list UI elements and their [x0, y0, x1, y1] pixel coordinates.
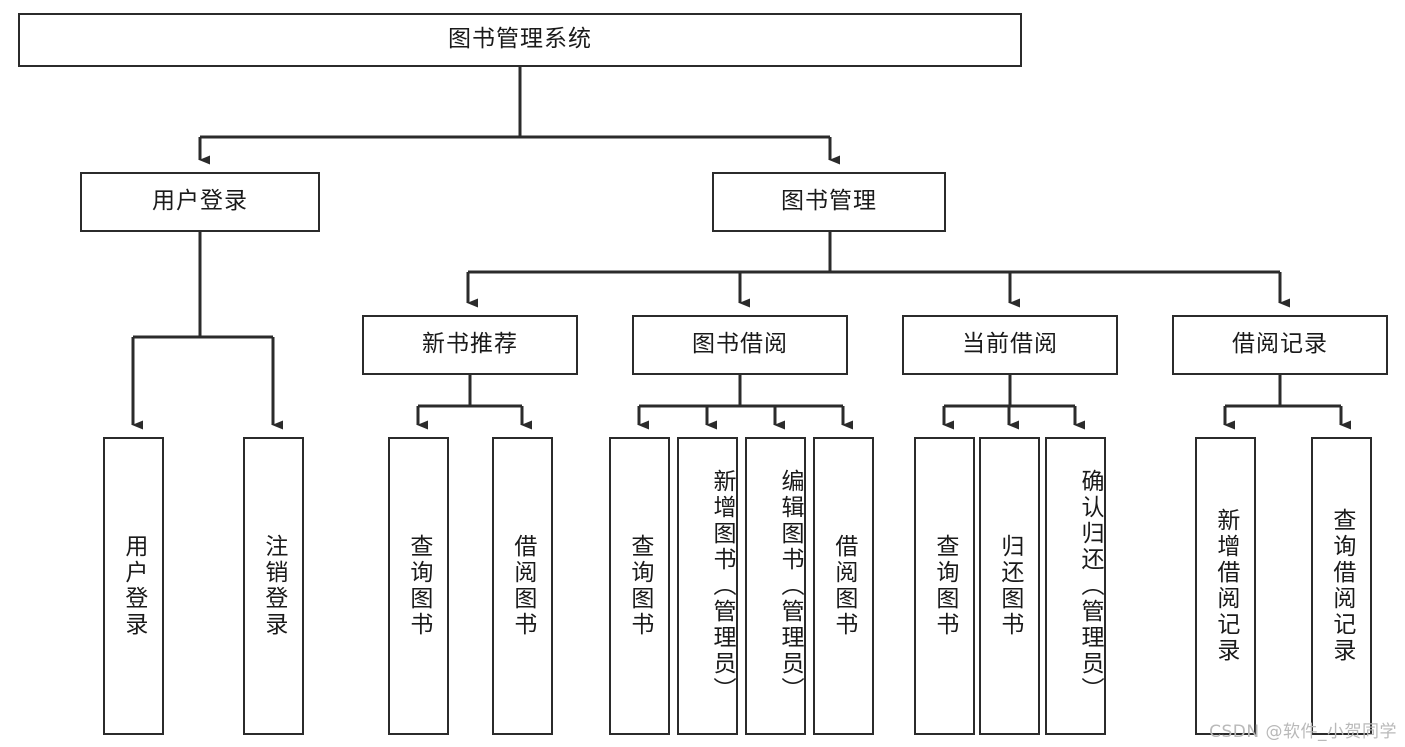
node-book-manage[interactable]: 图书管理 [712, 172, 946, 232]
node-leaf-add-record[interactable]: 新增借阅记录 [1195, 437, 1256, 735]
node-label: 注销登录 [260, 534, 287, 638]
node-leaf-query-book-3[interactable]: 查询图书 [914, 437, 975, 735]
node-label: 新增图书（管理员） [709, 469, 735, 703]
node-leaf-user-login[interactable]: 用户登录 [103, 437, 164, 735]
node-label: 查询图书 [931, 534, 958, 638]
node-leaf-query-record[interactable]: 查询借阅记录 [1311, 437, 1372, 735]
node-label: 图书借阅 [692, 331, 788, 358]
node-label: 图书管理系统 [448, 26, 592, 53]
node-label: 新书推荐 [422, 331, 518, 358]
node-leaf-add-book[interactable]: 新增图书（管理员） [677, 437, 738, 735]
node-label: 查询图书 [626, 534, 653, 638]
node-borrow-record[interactable]: 借阅记录 [1172, 315, 1388, 375]
node-label: 确认归还（管理员） [1077, 469, 1103, 703]
node-new-book-recommend[interactable]: 新书推荐 [362, 315, 578, 375]
node-label: 查询图书 [405, 534, 432, 638]
node-leaf-confirm-return[interactable]: 确认归还（管理员） [1045, 437, 1106, 735]
node-label: 新增借阅记录 [1212, 508, 1239, 664]
node-label: 查询借阅记录 [1328, 508, 1355, 664]
node-label: 借阅图书 [509, 534, 536, 638]
node-user-login[interactable]: 用户登录 [80, 172, 320, 232]
node-label: 借阅图书 [830, 534, 857, 638]
node-root-system[interactable]: 图书管理系统 [18, 13, 1022, 67]
node-label: 归还图书 [996, 534, 1023, 638]
node-label: 当前借阅 [962, 331, 1058, 358]
node-leaf-borrow-book-1[interactable]: 借阅图书 [492, 437, 553, 735]
node-current-borrow[interactable]: 当前借阅 [902, 315, 1118, 375]
node-label: 用户登录 [152, 188, 248, 215]
node-leaf-query-book-2[interactable]: 查询图书 [609, 437, 670, 735]
node-label: 借阅记录 [1232, 331, 1328, 358]
node-label: 用户登录 [120, 534, 147, 638]
node-leaf-edit-book[interactable]: 编辑图书（管理员） [745, 437, 806, 735]
node-book-borrow[interactable]: 图书借阅 [632, 315, 848, 375]
node-leaf-borrow-book-2[interactable]: 借阅图书 [813, 437, 874, 735]
node-leaf-user-logout[interactable]: 注销登录 [243, 437, 304, 735]
node-leaf-return-book[interactable]: 归还图书 [979, 437, 1040, 735]
node-leaf-query-book-1[interactable]: 查询图书 [388, 437, 449, 735]
node-label: 图书管理 [781, 188, 877, 215]
watermark: CSDN @软件_小贺同学 [1209, 722, 1397, 742]
node-label: 编辑图书（管理员） [777, 469, 803, 703]
